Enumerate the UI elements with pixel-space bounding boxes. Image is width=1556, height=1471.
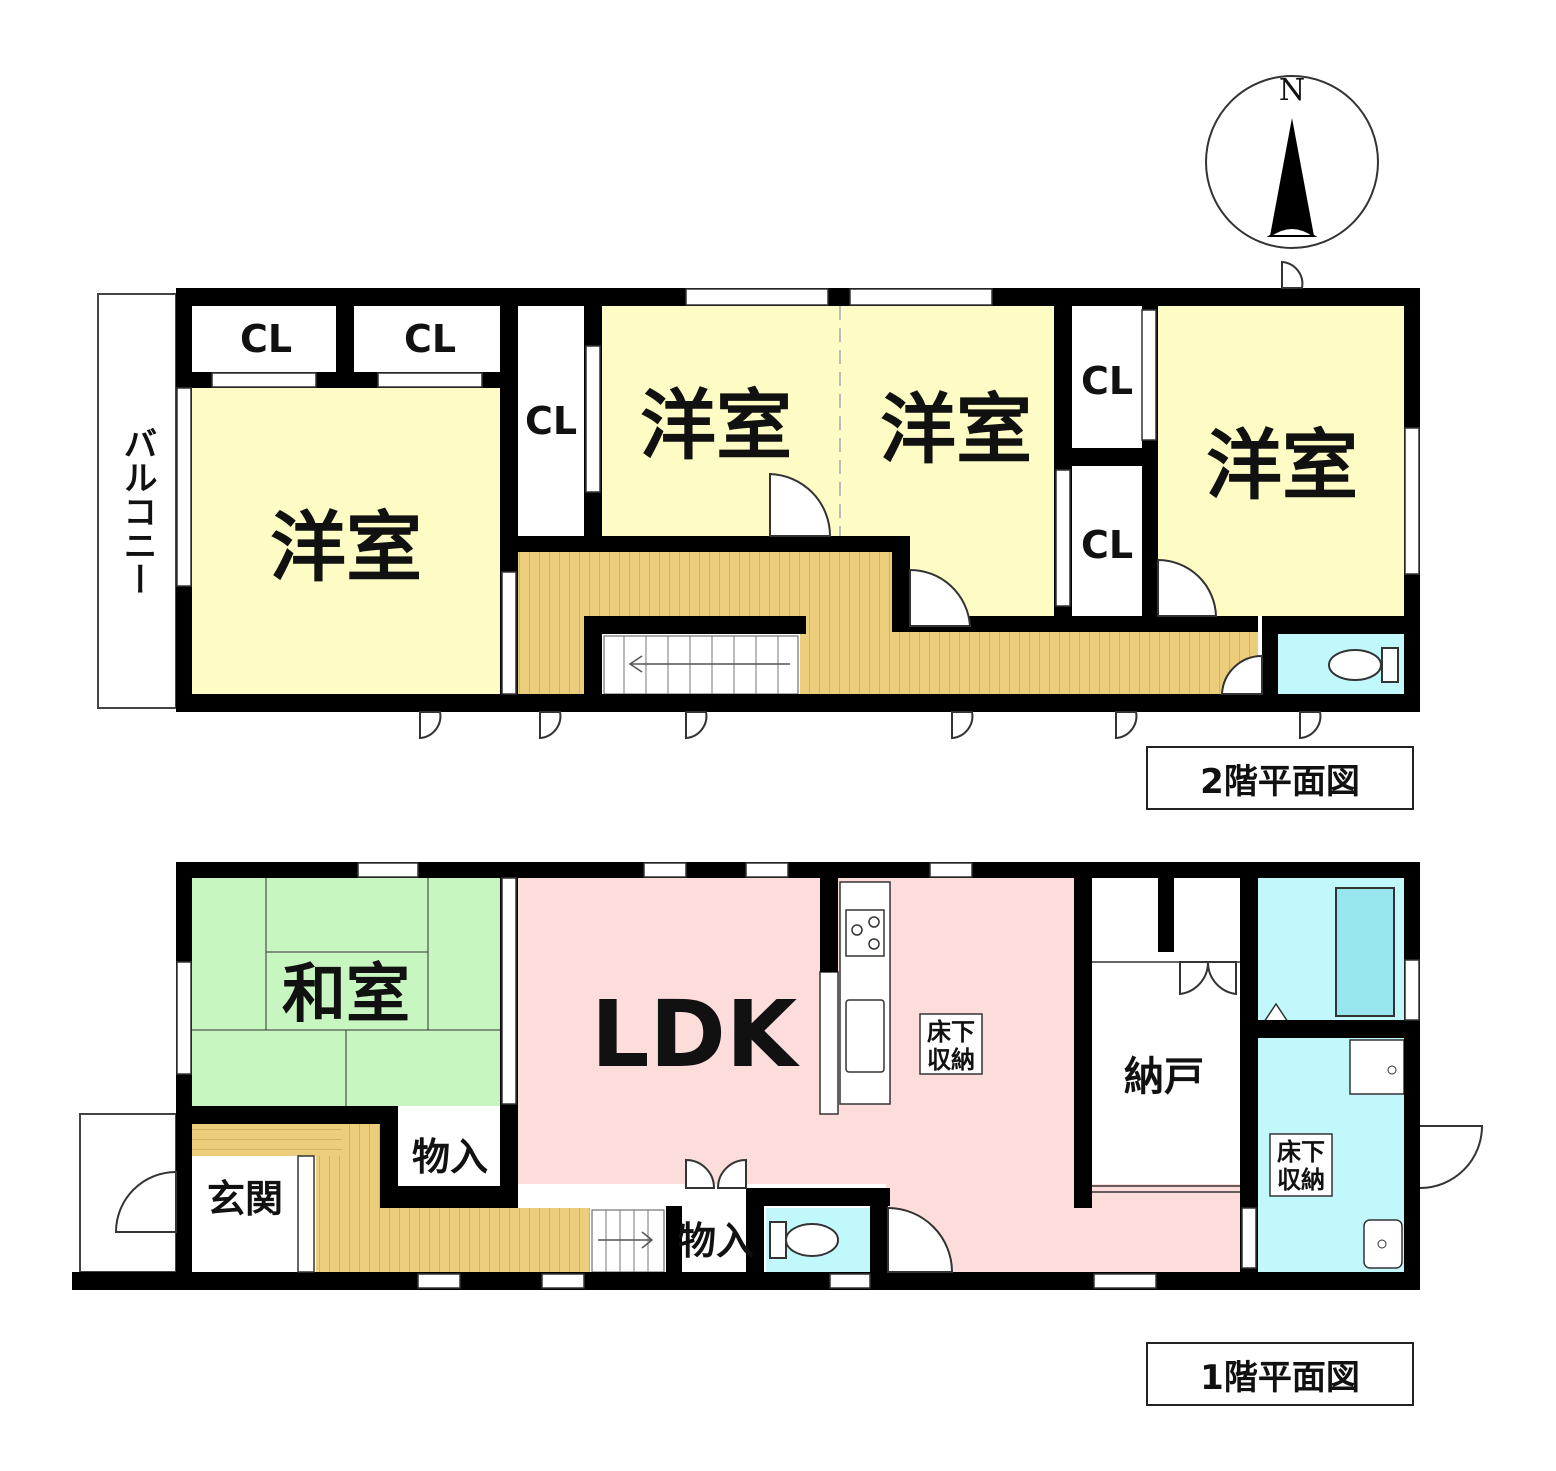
underfloor-storage-ldk-line1: 床下 [927,1018,975,1046]
floor-2-plan: バルコニー [97,260,1420,740]
closet-label-1: CL [240,317,292,361]
ldk-label: LDK [591,981,801,1088]
closet-label-4: CL [1081,359,1133,403]
north-arrow-icon [1270,118,1314,236]
entrance-label: 玄関 [207,1177,283,1221]
floor-2-caption: 2階平面図 [1146,746,1414,810]
sink-icon [845,999,885,1073]
stove-icon [845,909,885,957]
bathtub-icon [1335,887,1395,1017]
western-room-label-3: 洋室 [880,385,1032,474]
japanese-room-label: 和室 [282,958,410,1032]
western-room-label-4: 洋室 [1206,421,1358,510]
closet-label-5: CL [1081,523,1133,567]
storage-label-b: 物入 [678,1219,754,1263]
compass: N [1205,73,1379,249]
underfloor-storage-ldk-line2: 収納 [927,1046,975,1074]
underfloor-storage-wash-line1: 床下 [1277,1138,1325,1166]
compass-north-label: N [1279,73,1305,108]
closet-label-3: CL [525,399,577,443]
closet-room-label: 納戸 [1124,1054,1204,1100]
closet-label-2: CL [404,317,456,361]
floor-1-plan: 和室 LDK 床下 収納 納戸 床下 収納 物入 物入 玄関 [72,862,1484,1290]
storage-label-a: 物入 [412,1135,488,1179]
washbasin-icon [1363,1219,1403,1269]
kitchen-counter [819,971,839,1115]
western-room-label-1: 洋室 [270,503,422,592]
balcony [97,293,177,709]
western-room-label-2: 洋室 [640,381,792,470]
toilet-2f-icon [1328,647,1399,683]
floor-1-caption: 1階平面図 [1146,1342,1414,1406]
toilet-1f-icon [769,1221,839,1259]
balcony-label: バルコニー [117,426,157,596]
underfloor-storage-wash-line2: 収納 [1277,1166,1325,1194]
